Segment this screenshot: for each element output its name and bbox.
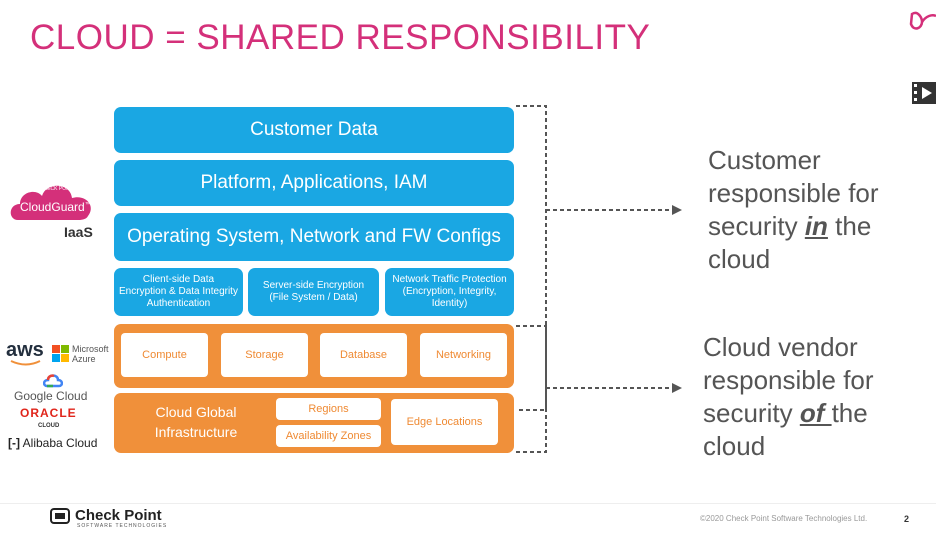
google-cloud-icon [43, 374, 63, 388]
customer-data-layer: Customer Data [114, 107, 514, 153]
storage-box: Storage [221, 333, 308, 377]
cloudguard-small-label: CHECK POINT [40, 186, 75, 192]
alibaba-logo: [-] Alibaba Cloud [8, 436, 98, 450]
customer-line-3: security in the [708, 211, 872, 241]
checkpoint-logo-icon [50, 508, 70, 524]
client-encryption-box: Client-side Data Encryption & Data Integ… [114, 268, 243, 316]
server-encryption-box: Server-side Encryption (File System / Da… [248, 268, 379, 316]
customer-line-4: cloud [708, 244, 771, 274]
networking-box: Networking [420, 333, 507, 377]
checkpoint-brand-sub: SOFTWARE TECHNOLOGIES [77, 523, 168, 529]
database-box: Database [320, 333, 407, 377]
responsibility-brackets [516, 105, 682, 453]
availability-zones-box: Availability Zones [276, 425, 381, 447]
in-emphasis: in [804, 211, 828, 241]
alibaba-bracket-icon: [-] [8, 436, 20, 450]
butterfly-icon [909, 11, 936, 30]
of-emphasis: of [799, 398, 832, 428]
copyright-text: ©2020 Check Point Software Technologies … [700, 514, 868, 523]
customer-responsibility-text: Customer responsible for security in the… [708, 144, 879, 276]
edge-locations-box: Edge Locations [391, 399, 498, 445]
vendor-line-4: cloud [703, 431, 766, 461]
slide-title: CLOUD = SHARED RESPONSIBILITY [30, 18, 651, 57]
regions-box: Regions [276, 398, 381, 420]
checkpoint-brand: Check Point [75, 507, 162, 524]
network-protection-box: Network Traffic Protection (Encryption, … [385, 268, 514, 316]
page-number: 2 [904, 514, 910, 524]
os-layer: Operating System, Network and FW Configs [114, 213, 514, 261]
cloudguard-name: CloudGuard™ [20, 200, 91, 214]
customer-line-2: responsible for [708, 178, 879, 208]
vendor-responsibility-text: Cloud vendor responsible for security of… [703, 331, 874, 463]
vendor-line-2: responsible for [703, 365, 874, 395]
google-cloud-logo: Google Cloud [14, 389, 88, 403]
oracle-cloud-label: CLOUD [38, 423, 60, 429]
compute-box: Compute [121, 333, 208, 377]
film-icon[interactable] [912, 82, 936, 104]
cloudguard-logo: CHECK POINT CloudGuard™ IaaS [8, 176, 100, 242]
aws-smile-icon [10, 360, 41, 366]
cloud-icon [10, 185, 91, 220]
footer-divider [0, 503, 936, 504]
platform-layer: Platform, Applications, IAM [114, 160, 514, 206]
microsoft-icon [52, 345, 69, 362]
customer-line-1: Customer [708, 145, 821, 175]
cloudguard-tier: IaaS [64, 224, 93, 240]
global-infra-label: Cloud Global Infrastructure [154, 404, 238, 440]
oracle-logo: ORACLE [20, 406, 77, 420]
aws-logo: aws [6, 339, 44, 361]
vendor-line-1: Cloud vendor [703, 332, 858, 362]
vendor-line-3: security of the [703, 398, 868, 428]
